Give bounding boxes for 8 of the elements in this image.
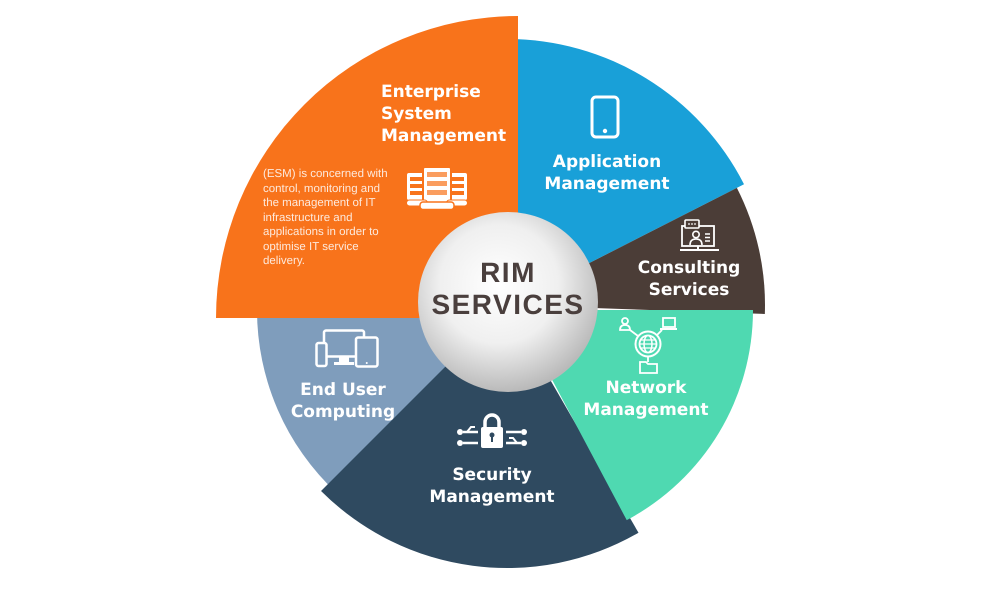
segment-title: End User Computing (290, 379, 396, 423)
center-title: RIM SERVICES (430, 257, 586, 321)
segment-title: Enterprise System Management (381, 81, 508, 147)
segment-title: Consulting Services (637, 257, 741, 301)
segment-title: Network Management (582, 377, 710, 421)
segment-description: (ESM) is concerned with control, monitoring and the management of IT infrastructure and applications in order to optimise IT service delivery. (263, 167, 389, 268)
segment-title: Application Management (544, 151, 670, 195)
segment-title: Security Management (428, 464, 556, 508)
